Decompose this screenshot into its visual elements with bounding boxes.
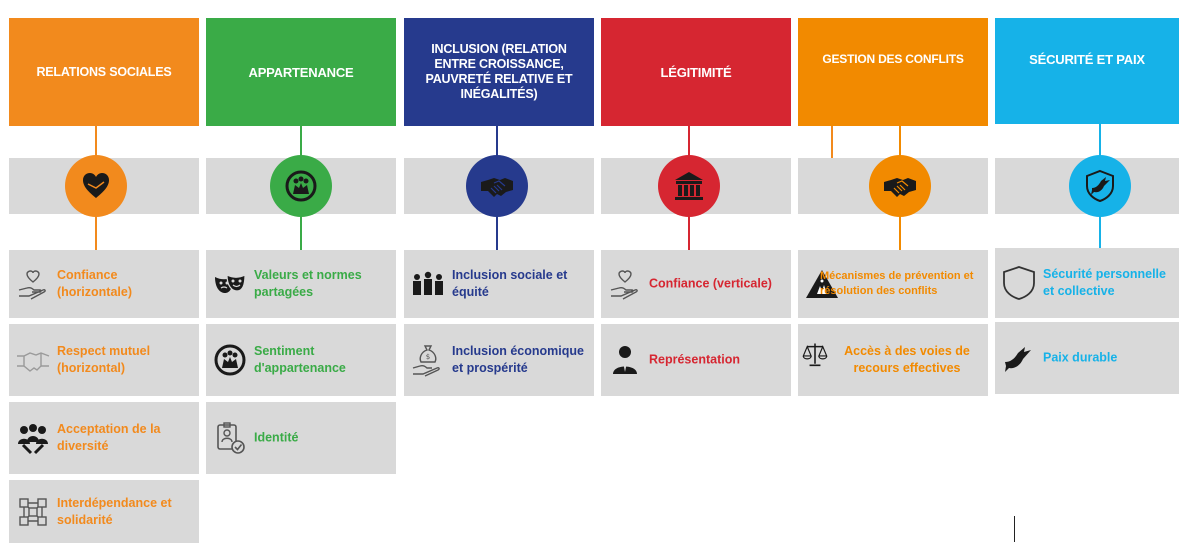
item-label: Acceptation de la diversité <box>57 422 161 453</box>
item-label: Interdépendance et solidarité <box>57 495 172 527</box>
heart-hands-icon <box>65 155 127 217</box>
divider-tick <box>1014 516 1015 542</box>
header-appartenance: APPARTENANCE <box>206 18 396 126</box>
item-label: Sécurité personnelle et collective <box>1043 267 1166 298</box>
connector-line <box>496 126 498 158</box>
list-item: Paix durable <box>995 322 1179 394</box>
item-label: Mécanismes de prévention et résolution d… <box>820 270 974 297</box>
list-item: Valeurs et normes partagées <box>206 250 396 318</box>
item-label: Confiance (verticale) <box>649 276 772 291</box>
list-item: $ Inclusion économique et prospérité <box>404 324 594 396</box>
list-item: Respect mutuel (horizontal) <box>9 324 199 396</box>
representative-icon <box>607 342 643 378</box>
list-item: Confiance (horizontale) <box>9 250 199 318</box>
item-label: Valeurs et normes partagées <box>254 268 362 299</box>
header-gestion-conflits: GESTION DES CONFLITS <box>798 18 988 126</box>
list-item: Confiance (verticale) <box>601 250 791 318</box>
header-label: LÉGITIMITÉ <box>660 64 732 80</box>
header-inclusion: INCLUSION (RELATION ENTRE CROISSANCE, PA… <box>404 18 594 126</box>
connector-stub <box>831 126 833 170</box>
column-securite-paix: SÉCURITÉ ET PAIX Sécurité personnelle et… <box>995 0 1179 543</box>
header-label: GESTION DES CONFLITS <box>822 52 964 66</box>
header-securite-paix: SÉCURITÉ ET PAIX <box>995 18 1179 124</box>
connector-line <box>95 126 97 158</box>
handshake-outline-icon <box>15 342 51 378</box>
item-label: Respect mutuel (horizontal) <box>57 344 151 375</box>
connector-line <box>496 214 498 250</box>
column-appartenance: APPARTENANCE Valeurs et normes partagées… <box>206 0 396 543</box>
item-label: Confiance (horizontale) <box>57 268 132 299</box>
header-relations-sociales: RELATIONS SOCIALES <box>9 18 199 126</box>
header-legitimite: LÉGITIMITÉ <box>601 18 791 126</box>
connector-line <box>1099 124 1101 158</box>
item-label: Inclusion économique et prospérité <box>452 344 584 375</box>
item-label: Accès à des voies de recours effectives <box>844 344 970 375</box>
people-row-icon <box>410 266 446 302</box>
list-item: Inclusion sociale et équité <box>404 250 594 318</box>
handshake-icon <box>466 155 528 217</box>
header-label: APPARTENANCE <box>248 64 354 80</box>
column-inclusion: INCLUSION (RELATION ENTRE CROISSANCE, PA… <box>404 0 594 543</box>
column-legitimite: LÉGITIMITÉ Confiance (verticale) Représe… <box>601 0 791 543</box>
header-label: INCLUSION (RELATION ENTRE CROISSANCE, PA… <box>425 42 573 101</box>
item-label: Inclusion sociale et équité <box>452 268 568 299</box>
shield-outline-icon <box>1001 265 1037 301</box>
list-item: Mécanismes de prévention et résolution d… <box>798 250 988 318</box>
list-item: Accès à des voies de recours effectives <box>798 324 988 396</box>
heart-in-hand-icon <box>15 266 51 302</box>
community-icon <box>212 342 248 378</box>
list-item: Acceptation de la diversité <box>9 402 199 474</box>
column-gestion-conflits: GESTION DES CONFLITS Mécanismes de préve… <box>798 0 988 543</box>
item-label: Identité <box>254 430 299 445</box>
list-item: Sentiment d'appartenance <box>206 324 396 396</box>
connector-line <box>300 126 302 158</box>
connector-line <box>899 126 901 158</box>
connector-line <box>688 214 690 250</box>
community-icon <box>270 155 332 217</box>
heart-in-hand-icon <box>607 266 643 302</box>
connector-line <box>95 214 97 250</box>
list-item: Représentation <box>601 324 791 396</box>
column-relations-sociales: RELATIONS SOCIALES Confiance (horizontal… <box>9 0 199 543</box>
list-item: Interdépendance et solidarité <box>9 480 199 543</box>
header-label: SÉCURITÉ ET PAIX <box>1029 52 1145 67</box>
handshake-icon <box>869 155 931 217</box>
connector-line <box>1099 214 1101 248</box>
shield-dove-icon <box>1069 155 1131 217</box>
network-icon <box>15 494 51 530</box>
scales-icon <box>801 340 829 368</box>
item-label: Représentation <box>649 352 740 367</box>
money-bag-hand-icon: $ <box>410 342 446 378</box>
list-item: Identité <box>206 402 396 474</box>
item-label: Paix durable <box>1043 350 1118 365</box>
connector-line <box>899 214 901 250</box>
id-badge-icon <box>212 420 248 456</box>
connector-line <box>300 214 302 250</box>
dove-icon <box>1001 340 1037 376</box>
connector-line <box>688 126 690 158</box>
header-label: RELATIONS SOCIALES <box>36 64 172 79</box>
item-label: Sentiment d'appartenance <box>254 344 346 375</box>
people-group-icon <box>15 420 51 456</box>
theatre-masks-icon <box>212 266 248 302</box>
conflict-warning-icon <box>804 266 840 302</box>
svg-text:$: $ <box>426 353 430 361</box>
list-item: Sécurité personnelle et collective <box>995 248 1179 318</box>
institution-icon <box>658 155 720 217</box>
